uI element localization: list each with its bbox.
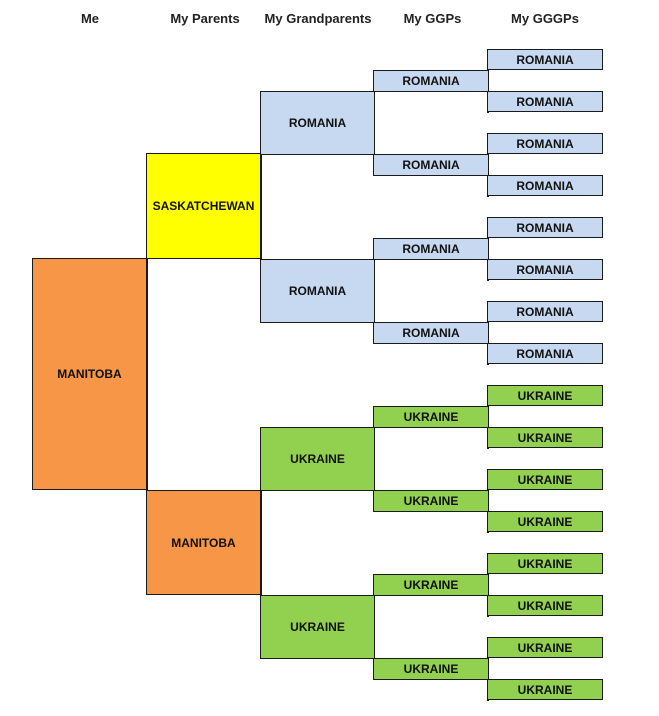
connector-line	[146, 153, 148, 591]
gggp-box-11: UKRAINE	[487, 469, 603, 490]
connector-line	[260, 91, 262, 322]
gggp-box-15: UKRAINE	[487, 637, 603, 658]
grandparent-box-4: UKRAINE	[260, 595, 375, 659]
gggp-box-10: UKRAINE	[487, 427, 603, 448]
gggp-box-8: ROMANIA	[487, 343, 603, 364]
gggp-box-9: UKRAINE	[487, 385, 603, 406]
header-gggps: My GGGPs	[511, 11, 579, 26]
ggp-box-1: ROMANIA	[373, 70, 489, 92]
gggp-box-16: UKRAINE	[487, 679, 603, 700]
ggp-box-3: ROMANIA	[373, 238, 489, 260]
ggp-box-6: UKRAINE	[373, 490, 489, 512]
header-parents: My Parents	[170, 11, 240, 26]
gggp-box-1: ROMANIA	[487, 49, 603, 70]
gggp-box-2: ROMANIA	[487, 91, 603, 112]
parent-box-1: SASKATCHEWAN	[146, 153, 261, 259]
gggp-box-4: ROMANIA	[487, 175, 603, 196]
gggp-box-12: UKRAINE	[487, 511, 603, 532]
ggp-box-4: ROMANIA	[373, 322, 489, 344]
gggp-box-13: UKRAINE	[487, 553, 603, 574]
header-ggps: My GGPs	[403, 11, 462, 26]
parent-box-2: MANITOBA	[146, 490, 261, 595]
grandparent-box-2: ROMANIA	[260, 259, 375, 323]
gggp-box-3: ROMANIA	[487, 133, 603, 154]
gggp-box-5: ROMANIA	[487, 217, 603, 238]
gggp-box-7: ROMANIA	[487, 301, 603, 322]
ggp-box-8: UKRAINE	[373, 658, 489, 680]
ggp-box-7: UKRAINE	[373, 574, 489, 596]
grandparent-box-1: ROMANIA	[260, 91, 375, 155]
me-box: MANITOBA	[32, 258, 147, 490]
gggp-box-14: UKRAINE	[487, 595, 603, 616]
grandparent-box-3: UKRAINE	[260, 427, 375, 491]
header-grandparents: My Grandparents	[264, 11, 372, 26]
connector-line	[260, 427, 262, 658]
gggp-box-6: ROMANIA	[487, 259, 603, 280]
header-me: Me	[80, 11, 100, 26]
ggp-box-5: UKRAINE	[373, 406, 489, 428]
ggp-box-2: ROMANIA	[373, 154, 489, 176]
